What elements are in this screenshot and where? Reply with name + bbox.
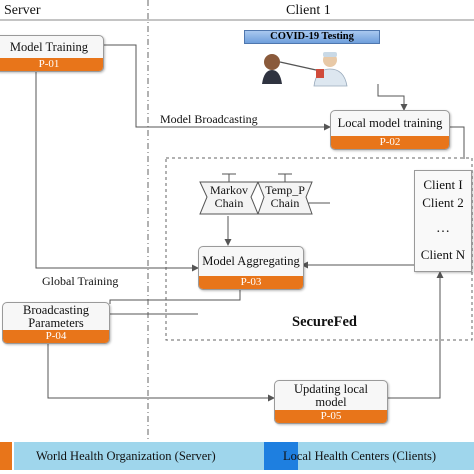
temp-chain-shape — [257, 181, 313, 215]
footer-server-bar — [14, 442, 264, 470]
testing-to-training-arrow — [377, 84, 408, 111]
footer-clients-label: Local Health Centers (Clients) — [283, 449, 437, 463]
process-aggregating: Model Aggregating P-03 — [198, 246, 304, 290]
doctor-icon — [313, 52, 348, 87]
footer-server-label: World Health Organization (Server) — [36, 449, 216, 463]
process-id: P-01 — [0, 58, 103, 71]
process-id: P-05 — [275, 410, 387, 423]
covid-testing-banner: COVID-19 Testing — [244, 30, 380, 44]
process-updating: Updating local model P-05 — [274, 380, 388, 424]
process-label: Updating local model — [294, 381, 368, 409]
process-broadcasting: Broadcasting Parameters P-04 — [2, 302, 110, 344]
global-training-arrow — [35, 70, 199, 272]
global-training-label: Global Training — [42, 274, 119, 288]
client-1-label: Client I — [423, 177, 463, 192]
process-label: Local model training — [337, 116, 443, 130]
clients-box: Client I Client 2 … Client N — [414, 170, 472, 272]
broadcast-to-update-arrow — [47, 342, 275, 402]
patient-icon — [262, 54, 282, 84]
securefed-label: SecureFed — [292, 314, 357, 330]
process-label: Model Training — [9, 39, 89, 54]
process-label: Broadcasting Parameters — [23, 302, 89, 330]
process-id: P-04 — [3, 330, 109, 343]
training-out-line — [448, 126, 465, 159]
securefed-container — [165, 157, 473, 341]
clients-ellipsis: … — [436, 221, 450, 236]
footer-clients-bar — [298, 442, 474, 470]
aggregating-out-line — [109, 290, 241, 304]
process-label: Model Aggregating — [202, 254, 300, 268]
server-lane-label: Server — [4, 3, 41, 18]
client-lane-label: Client 1 — [286, 3, 331, 18]
model-broadcasting-label: Model Broadcasting — [160, 112, 258, 126]
process-local-training: Local model training P-02 — [330, 110, 450, 150]
client-2-label: Client 2 — [422, 195, 464, 210]
footer-left-accent — [0, 442, 12, 470]
process-id: P-02 — [331, 136, 449, 149]
model-broadcasting-arrow — [104, 44, 331, 131]
process-id: P-03 — [199, 276, 303, 289]
process-model-training: Model Training P-01 — [0, 35, 104, 72]
client-n-label: Client N — [420, 247, 466, 262]
update-to-clients-arrow — [386, 271, 444, 399]
footer-divider-accent — [264, 442, 298, 470]
temp-chain-label: Temp_P Chain — [265, 183, 305, 210]
swab-icon — [279, 61, 317, 71]
markov-chain-label: Markov Chain — [210, 183, 248, 210]
